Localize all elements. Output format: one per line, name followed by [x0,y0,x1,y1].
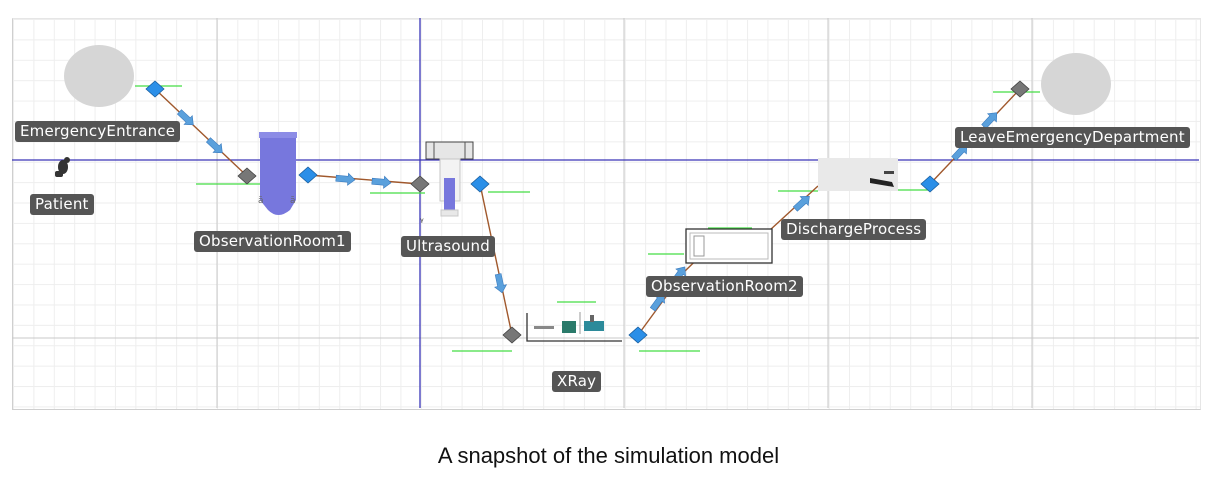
entry-port [237,167,257,185]
entry-port [410,175,430,193]
svg-text:ā: ā [290,196,296,206]
patient-agent-icon[interactable] [55,157,70,177]
entry-ports [237,80,1030,344]
xray-machine-shape[interactable] [526,312,622,342]
entrance-node-shape[interactable] [64,45,134,107]
observation-room-2-shape[interactable] [685,228,773,264]
simulation-canvas[interactable] [12,18,1201,410]
ultrasound-machine-shape[interactable]: ᵞ [420,141,474,228]
queue-lines [135,85,1040,352]
leave-emergency-department-label[interactable]: LeaveEmergencyDepartment [955,127,1190,148]
svg-text:ā: ā [258,196,264,206]
ultrasound-label[interactable]: Ultrasound [401,236,495,257]
flow-arrows [176,109,998,312]
exit-port [628,326,648,344]
patient-label[interactable]: Patient [30,194,94,215]
observation-room-1-shape[interactable]: ā ā [258,132,297,215]
svg-text:ᵞ: ᵞ [420,217,424,228]
exit-port [145,80,165,98]
discharge-desk-shape[interactable] [818,158,898,191]
exit-node-shape[interactable] [1041,53,1111,115]
exit-ports [145,80,940,344]
flow-arrow [649,293,665,312]
flow-arrow [792,196,810,212]
exit-port [470,175,490,193]
axis-lines [12,18,1199,408]
xray-label[interactable]: XRay [552,371,602,392]
observation-room-2-label[interactable]: ObservationRoom2 [646,276,803,297]
entry-port [1010,80,1030,98]
flow-arrow [176,109,194,126]
flow-arrow [371,175,392,189]
discharge-process-label[interactable]: DischargeProcess [781,219,927,240]
flow-arrow [335,172,356,186]
exit-port [298,166,318,184]
entry-port [502,326,522,344]
major-grid [12,18,1199,408]
figure-caption: A snapshot of the simulation model [437,443,780,468]
exit-port [920,175,940,193]
flow-arrow [205,137,223,154]
observation-room-1-label[interactable]: ObservationRoom1 [194,231,351,252]
flow-arrow [494,273,508,294]
emergency-entrance-label[interactable]: EmergencyEntrance [15,121,181,142]
